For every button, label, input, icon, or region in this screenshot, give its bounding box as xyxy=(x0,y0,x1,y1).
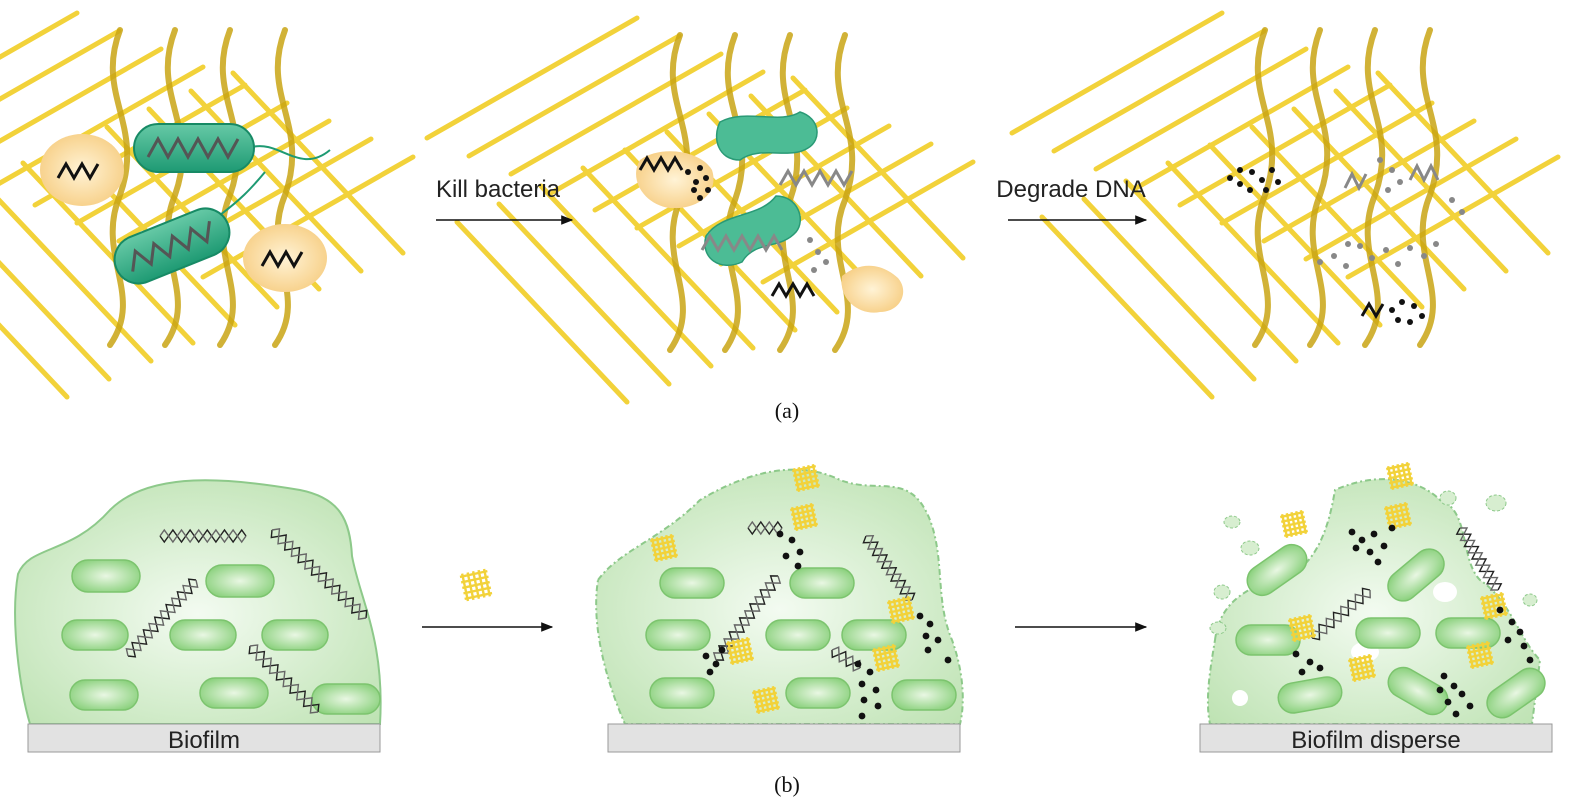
dna-fragment-dots xyxy=(702,524,1534,720)
mesh-2 xyxy=(424,15,976,405)
mesh-1 xyxy=(0,10,416,400)
dead-bacterium xyxy=(715,111,818,161)
yeast-cell xyxy=(40,134,124,206)
free-dna xyxy=(700,167,854,299)
panel-b: Biofilm Biofilm disperse (b) xyxy=(14,462,1553,797)
substrate-3-label: Biofilm disperse xyxy=(1291,727,1460,754)
dna-fragment-dots xyxy=(685,157,1465,325)
lysed-yeast xyxy=(636,151,714,209)
biofilm-intact xyxy=(14,479,382,725)
caption-a: (a) xyxy=(775,398,799,423)
dna-helices xyxy=(125,520,1503,714)
bacteria-rods xyxy=(61,543,1546,719)
degraded-dna xyxy=(1343,162,1440,319)
panel-a: Kill bacteria Degrade DNA (a) xyxy=(0,10,1561,423)
arrow-degrade-dna-label: Degrade DNA xyxy=(996,176,1145,203)
mesh-3 xyxy=(1009,10,1561,400)
rod-bacterium xyxy=(133,123,331,173)
substrate-1-label: Biofilm xyxy=(168,727,240,754)
caption-b: (b) xyxy=(774,772,800,797)
yeast-cell xyxy=(243,224,327,292)
substrate-3 xyxy=(1199,723,1553,753)
rod-bacterium xyxy=(113,171,266,285)
substrate-1 xyxy=(27,723,381,753)
biofilm-dispersing xyxy=(1206,478,1542,725)
arrow-kill-bacteria-label: Kill bacteria xyxy=(436,176,561,203)
nanomesh-patches xyxy=(459,462,1508,714)
dead-bacterium xyxy=(704,195,801,267)
lysed-yeast xyxy=(841,265,904,313)
substrate-2 xyxy=(607,723,961,753)
